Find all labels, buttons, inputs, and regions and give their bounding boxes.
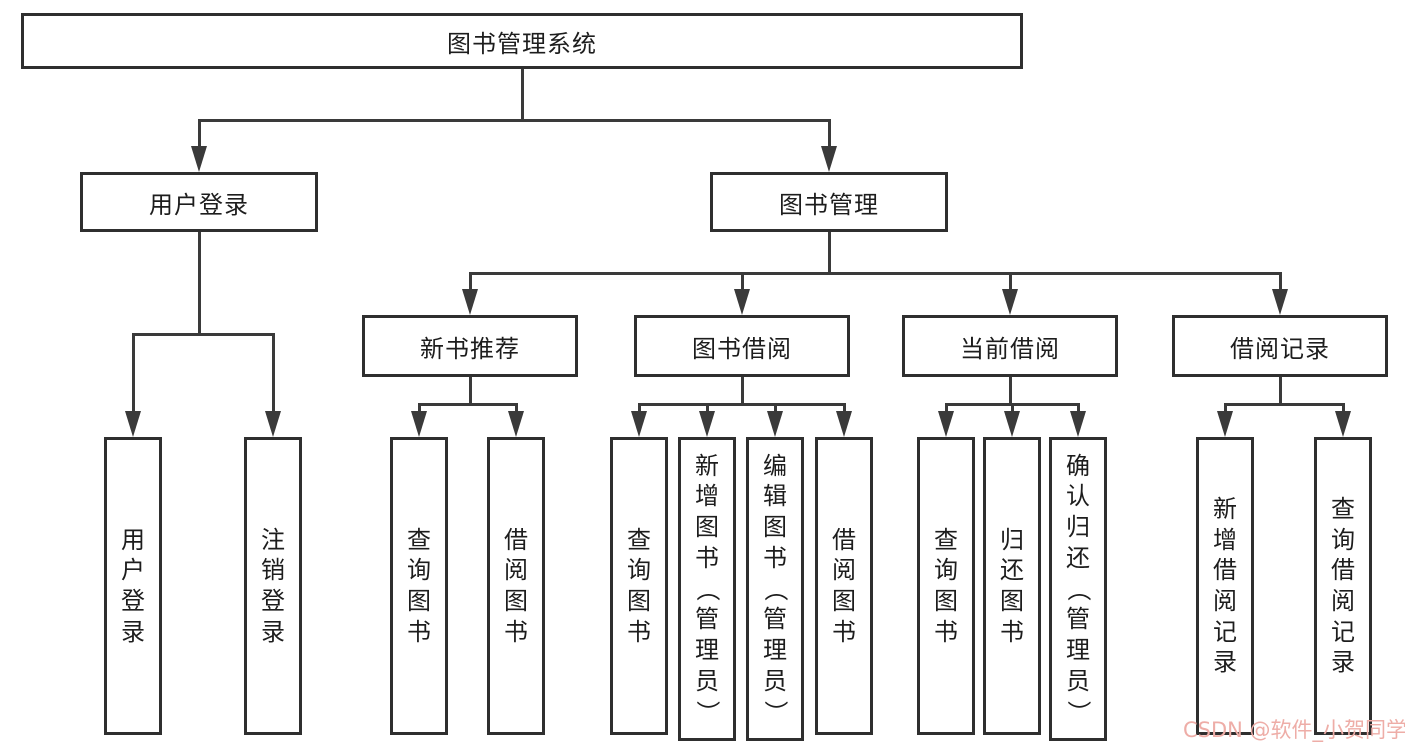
connector-line <box>828 232 831 275</box>
arrow-down-icon <box>938 411 954 437</box>
leaf-logout: 注销登录 <box>244 437 302 735</box>
node-label: 图书管理系统 <box>447 29 597 58</box>
connector-line <box>132 333 275 336</box>
connector-line <box>945 403 948 417</box>
arrow-down-icon <box>1002 289 1018 315</box>
arrow-down-icon <box>125 411 141 437</box>
arrow-down-icon <box>191 146 207 172</box>
node-label: 借阅记录 <box>1230 334 1330 363</box>
connector-line <box>828 119 831 150</box>
leaf-add-borrow-record: 新增借阅记录 <box>1196 437 1254 735</box>
leaf-return-books: 归还图书 <box>983 437 1041 735</box>
connector-line <box>1279 272 1282 294</box>
arrow-down-icon <box>508 411 524 437</box>
connector-line <box>132 333 135 415</box>
node-new-book-recommend: 新书推荐 <box>362 315 578 377</box>
csdn-watermark: CSDN @软件_小贺同学 <box>1183 718 1405 742</box>
connector-line <box>638 403 641 417</box>
leaf-edit-books-admin: 编辑图书（管理员） <box>746 437 804 741</box>
connector-line <box>469 377 472 406</box>
arrow-down-icon <box>1070 411 1086 437</box>
arrow-down-icon <box>1217 411 1233 437</box>
arrow-down-icon <box>734 289 750 315</box>
node-label: 图书借阅 <box>692 334 792 363</box>
leaf-query-books-borrowing: 查询图书 <box>610 437 668 735</box>
connector-line <box>1011 403 1014 417</box>
connector-line <box>774 403 777 417</box>
arrow-down-icon <box>631 411 647 437</box>
connector-line <box>741 272 744 294</box>
connector-line <box>515 403 518 417</box>
leaf-confirm-return-admin: 确认归还（管理员） <box>1049 437 1107 741</box>
node-book-management: 图书管理 <box>710 172 948 232</box>
node-label: 新书推荐 <box>420 334 520 363</box>
leaf-query-borrow-record: 查询借阅记录 <box>1314 437 1372 735</box>
connector-line <box>521 69 524 122</box>
arrow-down-icon <box>821 146 837 172</box>
arrow-down-icon <box>836 411 852 437</box>
arrow-down-icon <box>462 289 478 315</box>
connector-line <box>1009 377 1012 406</box>
node-label: 当前借阅 <box>960 334 1060 363</box>
connector-line <box>272 333 275 415</box>
connector-line <box>1009 272 1012 294</box>
leaf-query-books-recommend: 查询图书 <box>390 437 448 735</box>
arrow-down-icon <box>1272 289 1288 315</box>
node-book-borrowing: 图书借阅 <box>634 315 850 377</box>
connector-line <box>198 119 201 150</box>
connector-line <box>638 403 846 406</box>
connector-line <box>1224 403 1227 417</box>
node-library-management-system: 图书管理系统 <box>21 13 1023 69</box>
arrow-down-icon <box>1004 411 1020 437</box>
connector-line <box>1077 403 1080 417</box>
node-label: 图书管理 <box>779 190 879 219</box>
connector-line <box>198 119 831 122</box>
connector-line <box>843 403 846 417</box>
connector-line <box>469 272 1282 275</box>
arrow-down-icon <box>1335 411 1351 437</box>
node-current-borrowing: 当前借阅 <box>902 315 1118 377</box>
connector-line <box>469 272 472 294</box>
connector-line <box>706 403 709 417</box>
node-borrowing-records: 借阅记录 <box>1172 315 1388 377</box>
connector-line <box>741 377 744 406</box>
arrow-down-icon <box>411 411 427 437</box>
connector-line <box>1342 403 1345 417</box>
arrow-down-icon <box>265 411 281 437</box>
leaf-query-books-current: 查询图书 <box>917 437 975 735</box>
arrow-down-icon <box>767 411 783 437</box>
node-label: 用户登录 <box>149 190 249 219</box>
connector-line <box>198 232 201 336</box>
leaf-borrow-books-borrowing: 借阅图书 <box>815 437 873 735</box>
arrow-down-icon <box>699 411 715 437</box>
node-user-login: 用户登录 <box>80 172 318 232</box>
connector-line <box>418 403 518 406</box>
leaf-borrow-books-recommend: 借阅图书 <box>487 437 545 735</box>
leaf-add-books-admin: 新增图书（管理员） <box>678 437 736 741</box>
connector-line <box>1279 377 1282 406</box>
connector-line <box>418 403 421 417</box>
leaf-user-login: 用户登录 <box>104 437 162 735</box>
connector-line <box>1224 403 1344 406</box>
